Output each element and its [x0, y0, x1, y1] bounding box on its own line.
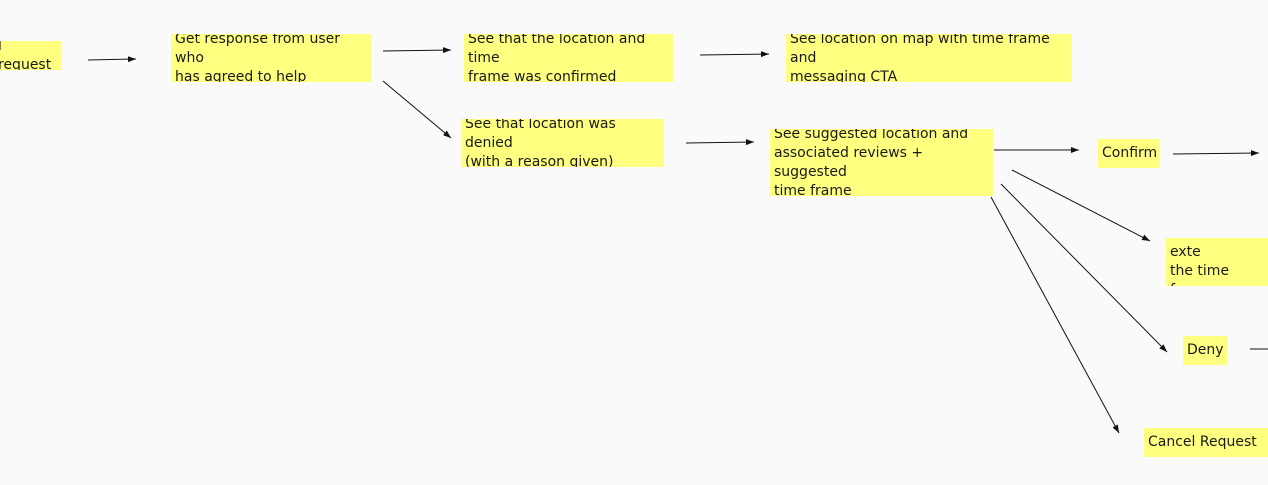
- note-get-response: Get response from user who has agreed to…: [171, 34, 371, 82]
- arrow-request-to-response: [87, 56, 137, 63]
- arrow-response-to-denied: [382, 80, 452, 139]
- note-cancel-request: Cancel Request: [1144, 428, 1268, 457]
- note-cancel-request-text: Cancel Request: [1148, 434, 1257, 450]
- arrow-suggested-to-extension: [1011, 169, 1151, 242]
- note-deny: Deny: [1183, 336, 1227, 365]
- note-request: l request: [0, 41, 61, 70]
- note-request-text: l request: [0, 41, 52, 70]
- note-extension: Ask for an exte the time frame: [1166, 238, 1268, 286]
- arrow-response-to-confirmed: [382, 47, 452, 54]
- arrow-confirm-offscreen: [1172, 150, 1260, 157]
- arrow-denied-to-suggested: [685, 139, 755, 146]
- note-denied-text: See that location was denied (with a rea…: [465, 119, 616, 167]
- note-get-response-text: Get response from user who has agreed to…: [175, 34, 341, 82]
- note-denied: See that location was denied (with a rea…: [461, 119, 664, 167]
- note-confirmed: See that the location and time frame was…: [464, 34, 673, 82]
- note-confirm: Confirm: [1098, 139, 1160, 168]
- note-map-cta-text: See location on map with time frame and …: [790, 34, 1050, 82]
- arrow-suggested-to-cancel: [990, 196, 1120, 434]
- note-extension-text: Ask for an exte the time frame: [1170, 238, 1241, 286]
- note-suggested: See suggested location and associated re…: [770, 129, 993, 196]
- note-map-cta: See location on map with time frame and …: [786, 34, 1072, 82]
- arrow-suggested-to-deny: [1000, 183, 1168, 353]
- note-confirmed-text: See that the location and time frame was…: [468, 34, 646, 82]
- note-confirm-text: Confirm: [1102, 145, 1158, 161]
- note-suggested-text: See suggested location and associated re…: [774, 129, 969, 196]
- arrow-confirmed-to-map: [699, 51, 770, 58]
- note-deny-text: Deny: [1187, 342, 1224, 358]
